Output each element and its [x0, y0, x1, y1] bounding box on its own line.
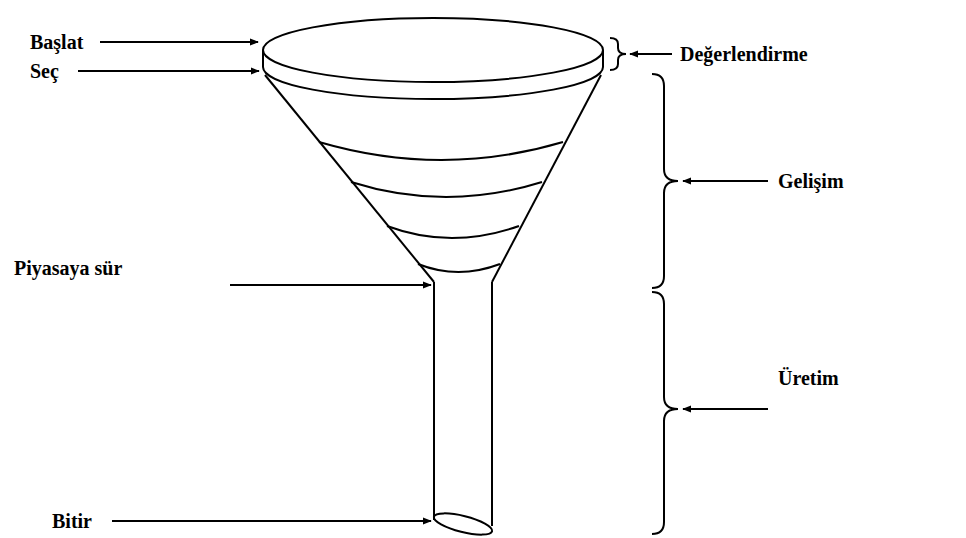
leader-arrow [630, 53, 672, 55]
funnel-ring [319, 142, 563, 160]
leader-arrow [683, 180, 768, 182]
funnel-tube [433, 282, 435, 520]
step-label: Bitir [52, 509, 92, 533]
funnel-rim [263, 18, 603, 82]
leader-arrow [112, 520, 431, 522]
funnel-outlet [432, 509, 494, 538]
phase-label: Gelişim [778, 169, 844, 193]
step-label: Seç [30, 59, 59, 83]
step-label: Başlat [30, 30, 83, 54]
phase-label: Üretim [778, 366, 839, 390]
funnel-ring [418, 264, 500, 272]
funnel-side [265, 75, 434, 282]
funnel-ring [387, 226, 519, 238]
funnel-tube [491, 282, 493, 526]
brace [610, 38, 626, 70]
leader-arrow [78, 70, 259, 72]
funnel-side [492, 75, 601, 282]
leader-arrow [100, 41, 258, 43]
funnel-ring [351, 182, 542, 197]
phase-label: Değerlendirme [680, 42, 808, 66]
leader-arrow [230, 284, 431, 286]
brace [652, 292, 678, 534]
funnel-band [263, 50, 603, 99]
brace [652, 74, 678, 288]
leader-arrow [683, 408, 768, 410]
step-label: Piyasaya sür [14, 256, 122, 280]
leader-arrows [78, 42, 768, 521]
funnel [263, 18, 678, 538]
